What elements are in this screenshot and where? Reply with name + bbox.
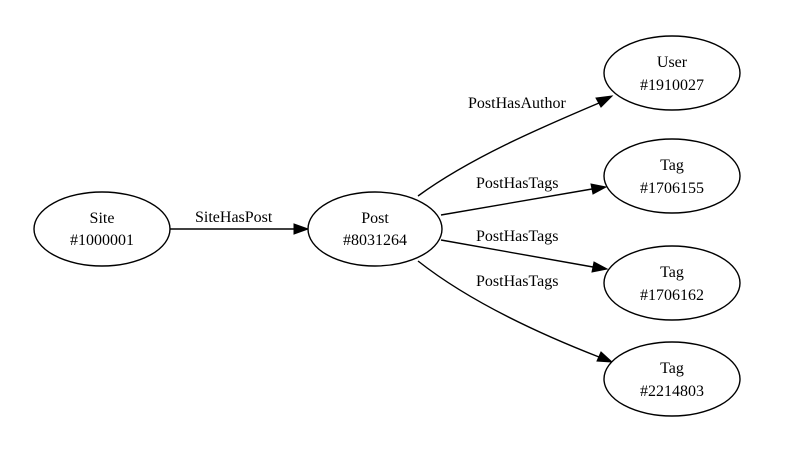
edge-line xyxy=(440,239,594,268)
edge-line xyxy=(417,260,600,358)
arrow-head xyxy=(591,261,609,273)
arrow-head xyxy=(596,351,614,363)
edge-post-has-tags-3: PostHasTags xyxy=(417,260,614,363)
node-tag-1706155[interactable]: Tag #1706155 xyxy=(603,138,741,214)
node-ellipse xyxy=(603,341,741,417)
node-tag-1706162[interactable]: Tag #1706162 xyxy=(603,245,741,321)
arrow-head xyxy=(595,95,614,108)
node-id-label: #1910027 xyxy=(640,77,704,94)
edge-line xyxy=(440,188,593,216)
node-type-label: Tag xyxy=(660,264,684,281)
node-id-label: #2214803 xyxy=(640,383,704,400)
node-id-label: #8031264 xyxy=(343,232,407,249)
node-id-label: #1706162 xyxy=(640,287,704,304)
node-type-label: Tag xyxy=(660,157,684,174)
node-ellipse xyxy=(33,191,171,267)
node-type-label: User xyxy=(657,54,688,71)
node-post[interactable]: Post #8031264 xyxy=(307,191,443,267)
edge-label-site-has-post: SiteHasPost xyxy=(195,209,273,226)
edge-label-post-has-author: PostHasAuthor xyxy=(468,95,566,112)
edge-post-has-tags-2: PostHasTags xyxy=(440,228,609,273)
node-ellipse xyxy=(307,191,443,267)
edge-label-post-has-tags-3: PostHasTags xyxy=(476,273,558,290)
arrow-head xyxy=(293,223,310,235)
edge-post-has-author: PostHasAuthor xyxy=(417,95,614,197)
node-id-label: #1000001 xyxy=(70,232,134,249)
node-id-label: #1706155 xyxy=(640,180,704,197)
node-type-label: Site xyxy=(90,210,115,227)
node-user[interactable]: User #1910027 xyxy=(603,35,741,111)
edge-label-post-has-tags-1: PostHasTags xyxy=(476,175,558,192)
node-ellipse xyxy=(603,35,741,111)
node-ellipse xyxy=(603,245,741,321)
node-type-label: Post xyxy=(361,210,389,227)
edge-line xyxy=(417,102,600,197)
edge-site-has-post: SiteHasPost xyxy=(170,209,310,235)
node-ellipse xyxy=(603,138,741,214)
node-tag-2214803[interactable]: Tag #2214803 xyxy=(603,341,741,417)
arrow-head xyxy=(590,183,608,195)
node-site[interactable]: Site #1000001 xyxy=(33,191,171,267)
edge-post-has-tags-1: PostHasTags xyxy=(440,175,608,216)
node-type-label: Tag xyxy=(660,360,684,377)
edge-label-post-has-tags-2: PostHasTags xyxy=(476,228,558,245)
